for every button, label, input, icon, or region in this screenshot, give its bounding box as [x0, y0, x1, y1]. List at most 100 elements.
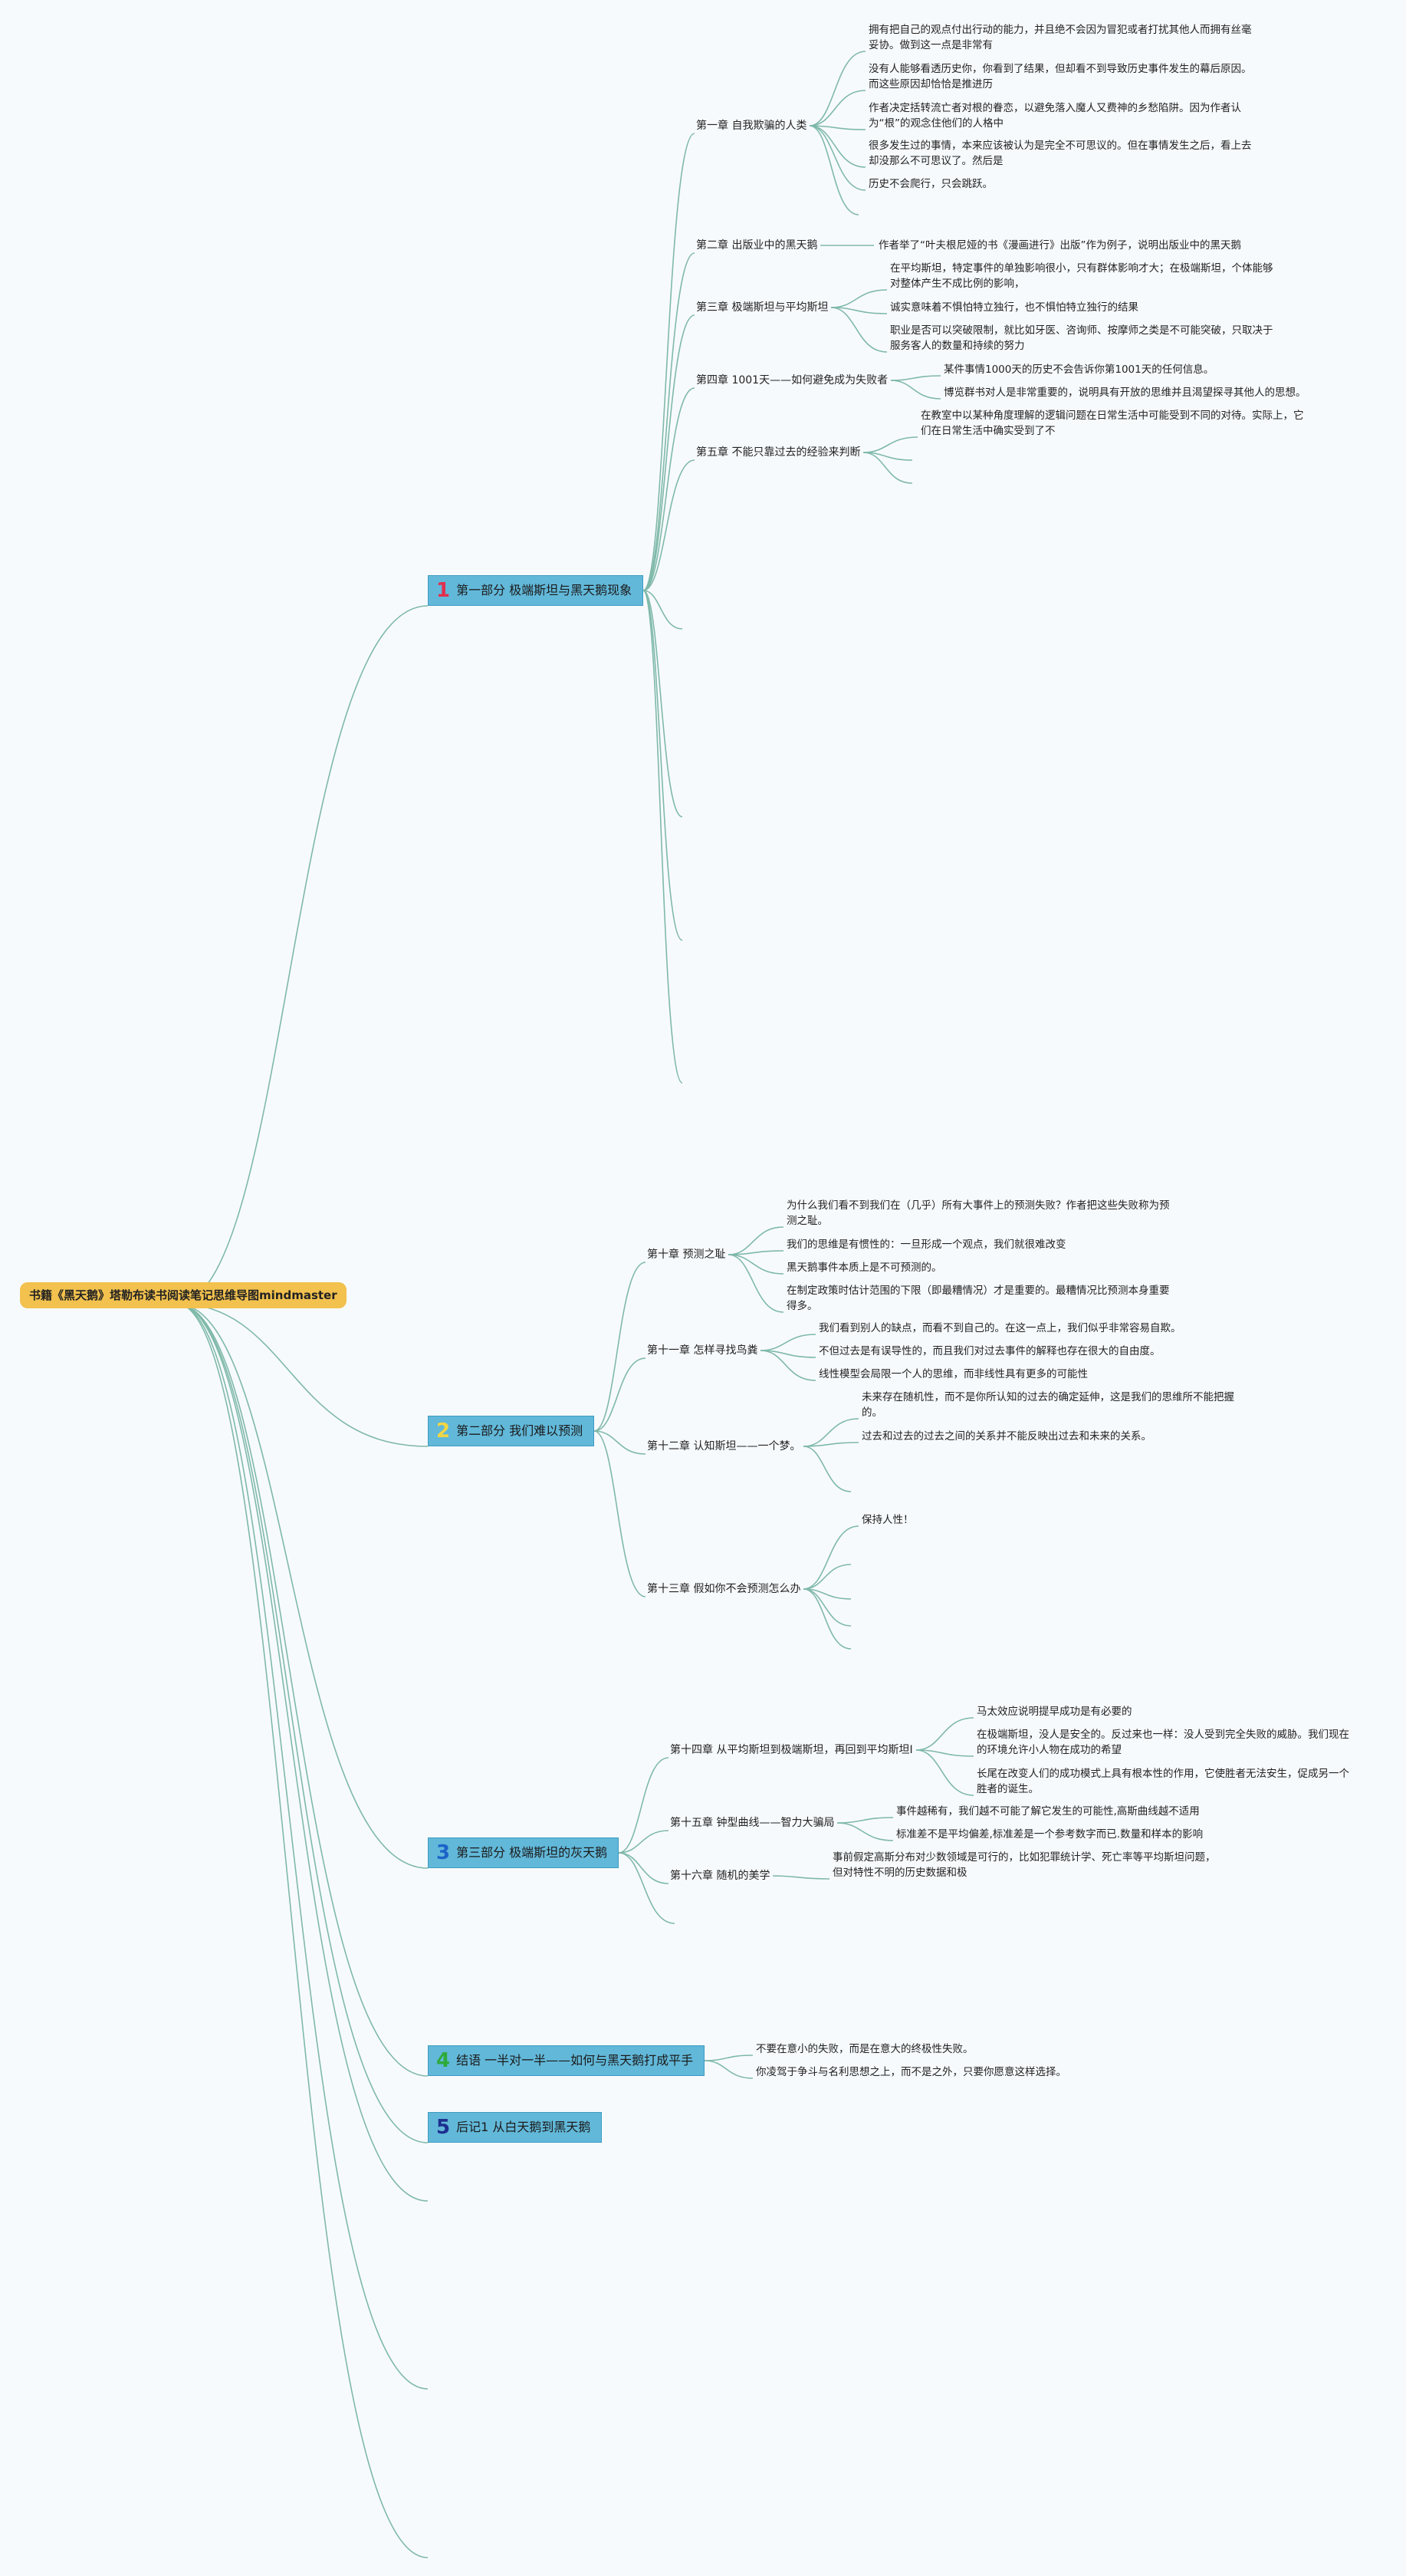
connector-line [176, 1303, 429, 2390]
note-leaf[interactable]: 没有人能够看透历史你，你看到了结果，但却看不到导致历史事件发生的幕后原因。而这些… [869, 63, 1252, 90]
note-leaf[interactable]: 我们看到别人的缺点，而看不到自己的。在这一点上，我们似乎非常容易自欺。 [819, 1322, 1181, 1334]
subtopic-chapter-13[interactable]: 第十三章 假如你不会预测怎么办 [647, 1583, 801, 1595]
note-leaf[interactable]: 在极端斯坦，没人是安全的。反过来也一样：没人受到完全失败的威胁。我们现在的环境允… [977, 1729, 1349, 1756]
note-leaf[interactable]: 不要在意小的失败，而是在意大的终极性失败。 [756, 2043, 974, 2055]
connector-line [176, 1303, 429, 2558]
connector-line [176, 1303, 429, 1447]
subtopic-chapter-14[interactable]: 第十四章 从平均斯坦到极端斯坦，再回到平均斯坦I [670, 1744, 913, 1756]
subtopic-chapter-16[interactable]: 第十六章 随机的美学 [670, 1870, 770, 1882]
subtopic-chapter-15[interactable]: 第十五章 钟型曲线——智力大骗局 [670, 1817, 835, 1829]
connector-line [830, 307, 888, 314]
connector-line [809, 125, 866, 130]
note-leaf[interactable]: 保持人性！ [862, 1514, 914, 1526]
connector-line [836, 1817, 894, 1824]
connector-line [704, 2055, 754, 2061]
note-leaf[interactable]: 马太效应说明提早成功是有必要的 [977, 1706, 1132, 1718]
note-leaf[interactable]: 我们的思维是有惯性的：一旦形成一个观点，我们就很难改变 [787, 1239, 1066, 1251]
note-leaf[interactable]: 黑天鹅事件本质上是不可预测的。 [787, 1262, 942, 1274]
subtopic-chapter-11[interactable]: 第十一章 怎样寻找鸟粪 [647, 1344, 758, 1357]
root-topic[interactable]: 书籍《黑天鹅》塔勒布读书阅读笔记思维导图mindmaster [20, 1282, 347, 1308]
connector-line [803, 1418, 859, 1447]
note-leaf[interactable]: 为什么我们看不到我们在（几乎）所有大事件上的预测失败？作者把这些失败称为预测之耻… [787, 1199, 1170, 1227]
note-leaf[interactable]: 长尾在改变人们的成功模式上具有根本性的作用，它使胜者无法安生，促成另一个胜者的诞… [977, 1768, 1349, 1795]
connector-line [803, 1588, 852, 1650]
connector-line [176, 1303, 429, 2202]
connector-line [830, 289, 888, 308]
connector-line [618, 1757, 669, 1854]
note-leaf[interactable]: 标准差不是平均偏差,标准差是一个参考数字而已.数量和样本的影响 [896, 1828, 1204, 1841]
connector-line [176, 605, 429, 1304]
connector-line [642, 590, 683, 818]
connector-line [704, 2060, 754, 2079]
connector-line [618, 1852, 669, 1884]
note-leaf[interactable]: 拥有把自己的观点付出行动的能力，并且绝不会因为冒犯或者打扰其他人而拥有丝毫妥协。… [869, 24, 1252, 51]
note-leaf[interactable]: 某件事情1000天的历史不会告诉你第1001天的任何信息。 [944, 364, 1214, 376]
connector-line [809, 125, 866, 191]
topic-label: 后记1 从白天鹅到黑天鹅 [456, 2120, 591, 2134]
subtopic-chapter-2[interactable]: 第二章 出版业中的黑天鹅 [696, 239, 818, 252]
connector-line [593, 1262, 646, 1432]
connector-line [915, 1749, 974, 1796]
note-leaf[interactable]: 诚实意味着不惧怕特立独行，也不惧怕特立独行的结果 [890, 301, 1138, 314]
topic-label: 第一部分 极端斯坦与黑天鹅现象 [456, 583, 632, 597]
connector-line [642, 590, 683, 630]
connector-line [862, 452, 913, 484]
subtopic-chapter-12[interactable]: 第十二章 认知斯坦——一个梦。 [647, 1440, 801, 1452]
note-leaf[interactable]: 博览群书对人是非常重要的，说明具有开放的思维并且渴望探寻其他人的思想。 [944, 387, 1306, 399]
subtopic-chapter-1[interactable]: 第一章 自我欺骗的人类 [696, 120, 807, 132]
connector-line [803, 1564, 852, 1590]
connector-line [915, 1717, 974, 1751]
connector-line [593, 1430, 646, 1597]
connector-line [176, 1303, 429, 2077]
connector-line [176, 1303, 429, 2143]
note-leaf[interactable]: 你凌驾于争斗与名利思想之上，而不是之外，只要你愿意这样选择。 [756, 2066, 1066, 2078]
part-number: 3 [436, 1841, 451, 1864]
subtopic-chapter-4[interactable]: 第四章 1001天——如何避免成为失败者 [696, 374, 889, 387]
connector-line [642, 387, 695, 591]
note-leaf[interactable]: 很多发生过的事情，本来应该被认为是完全不可思议的。但在事情发生之后，看上去却没那… [869, 140, 1252, 167]
connector-line [803, 1525, 859, 1590]
note-leaf[interactable]: 职业是否可以突破限制，就比如牙医、咨询师、按摩师之类是不可能突破，只取决于服务客… [890, 324, 1273, 352]
connector-line [809, 125, 866, 168]
note-leaf[interactable]: 在教室中以某种角度理解的逻辑问题在日常生活中可能受到不同的对待。实际上，它们在日… [921, 410, 1304, 437]
note-leaf[interactable]: 事件越稀有，我们越不可能了解它发生的可能性,高斯曲线越不适用 [896, 1805, 1200, 1818]
connector-line [728, 1250, 784, 1255]
note-leaf[interactable]: 作者举了“叶夫根尼娅的书《漫画进行》出版”作为例子，说明出版业中的黑天鹅 [879, 239, 1241, 252]
connector-line [803, 1446, 852, 1492]
note-leaf[interactable]: 事前假定高斯分布对少数领域是可行的，比如犯罪统计学、死亡率等平均斯坦问题，但对特… [833, 1851, 1216, 1879]
connector-line [728, 1254, 784, 1275]
note-leaf[interactable]: 线性模型会局限一个人的思维，而非线性具有更多的可能性 [819, 1368, 1088, 1380]
topic-afterword-1[interactable]: 5 后记1 从白天鹅到黑天鹅 [428, 2112, 603, 2143]
note-leaf[interactable]: 不但过去是有误导性的，而且我们对过去事件的解释也存在很大的自由度。 [819, 1345, 1161, 1357]
connector-line [862, 436, 918, 453]
connector-line [618, 1852, 675, 1924]
part-number: 5 [436, 2116, 451, 2139]
connector-line [890, 380, 941, 400]
part-number: 4 [436, 2049, 451, 2072]
connector-line [642, 133, 695, 591]
note-leaf[interactable]: 历史不会爬行，只会跳跃。 [869, 178, 993, 190]
connector-line [836, 1822, 894, 1841]
connector-line [642, 314, 695, 591]
note-leaf[interactable]: 在制定政策时估计范围的下限（即最糟情况）才是重要的。最糟情况比预测本身重要得多。 [787, 1285, 1170, 1312]
connector-line [890, 375, 941, 381]
connector-line [176, 1303, 429, 1869]
topic-label: 第三部分 极端斯坦的灰天鹅 [456, 1845, 608, 1860]
connector-line [642, 459, 695, 591]
note-leaf[interactable]: 未来存在随机性，而不是你所认知的过去的确定延伸，这是我们的思维所不能把握的。 [862, 1391, 1234, 1419]
connector-line [728, 1226, 784, 1255]
subtopic-chapter-3[interactable]: 第三章 极端斯坦与平均斯坦 [696, 301, 829, 314]
note-leaf[interactable]: 在平均斯坦，特定事件的单独影响很小，只有群体影响才大；在极端斯坦，个体能够对整体… [890, 262, 1273, 290]
subtopic-chapter-10[interactable]: 第十章 预测之耻 [647, 1249, 726, 1261]
note-leaf[interactable]: 过去和过去的过去之间的关系并不能反映出过去和未来的关系。 [862, 1430, 1151, 1443]
note-leaf[interactable]: 作者决定括转流亡者对根的眷恋，以避免落入魔人又费神的乡愁陷阱。因为作者认为“根”… [869, 102, 1241, 130]
connector-line [772, 1875, 830, 1880]
connector-line [593, 1357, 646, 1432]
subtopic-chapter-5[interactable]: 第五章 不能只靠过去的经验来判断 [696, 446, 861, 459]
topic-part-3[interactable]: 3 第三部分 极端斯坦的灰天鹅 [428, 1837, 619, 1868]
connector-line [760, 1350, 816, 1381]
